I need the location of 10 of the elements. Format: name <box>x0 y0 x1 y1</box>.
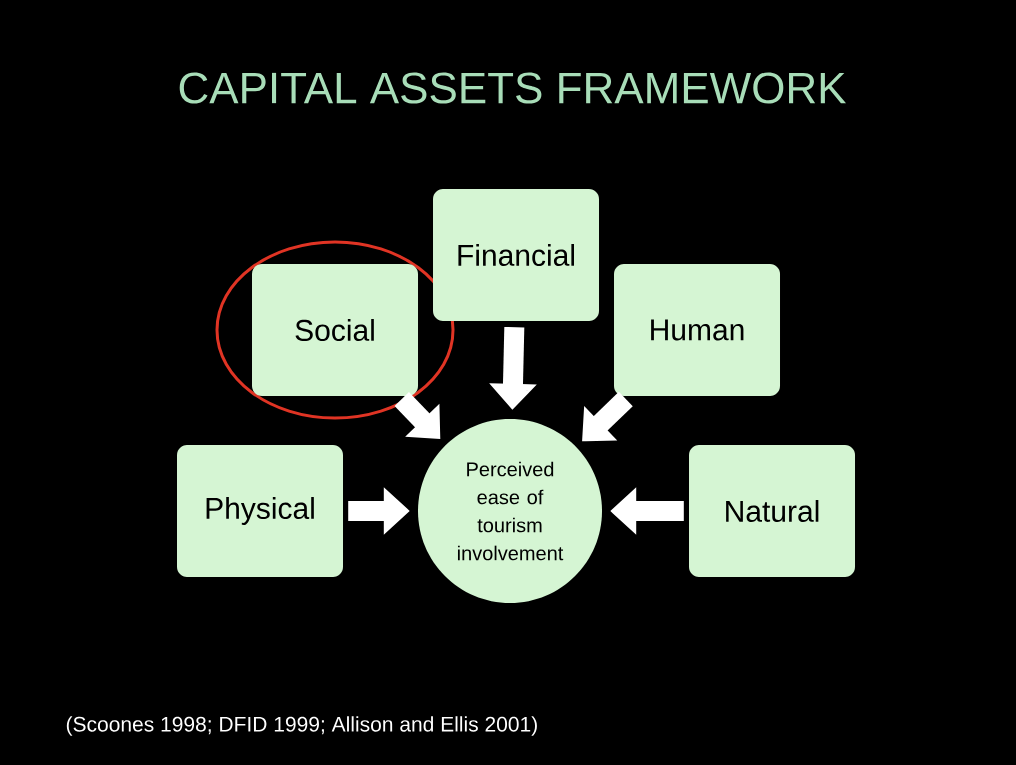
circle-node: Perceived ease of tourism involvement <box>418 419 602 603</box>
block-arrow <box>394 392 441 439</box>
rounded-box: Human <box>614 264 780 396</box>
rounded-box: Social <box>252 264 418 396</box>
title: CAPITAL ASSETS FRAMEWORK <box>179 72 847 104</box>
rounded-box: Natural <box>689 445 855 577</box>
block-arrow <box>582 391 633 442</box>
rounded-box: Financial <box>433 189 599 321</box>
citation: (Scoones 1998; DFID 1999; Allison and Ellis 2001) <box>66 716 537 736</box>
rounded-box: Physical <box>177 445 343 577</box>
